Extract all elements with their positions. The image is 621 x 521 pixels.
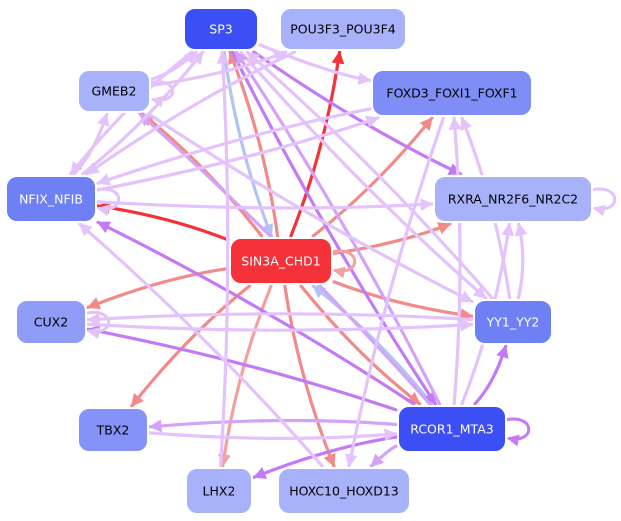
node-box bbox=[183, 7, 259, 51]
edge-rcor1-to-cux2 bbox=[86, 325, 398, 412]
edge-sin3a-to-cux2 bbox=[86, 267, 230, 310]
edge-sin3a-to-yy1 bbox=[332, 280, 474, 321]
node-cux2[interactable]: CUX2 bbox=[15, 299, 87, 345]
self-loop-nfix bbox=[95, 187, 121, 217]
edge-rcor1-to-yy1 bbox=[473, 344, 509, 406]
self-loop-rxra bbox=[591, 187, 617, 217]
edge-nfix-to-gmeb2 bbox=[72, 112, 110, 176]
edge-rcor1-to-hoxc10 bbox=[369, 444, 398, 468]
node-gmeb2[interactable]: GMEB2 bbox=[77, 69, 151, 113]
edge-gmeb2-to-pou bbox=[150, 50, 288, 87]
edge-rcor1-to-tbx2 bbox=[148, 418, 398, 433]
edge-sp3-to-yy1 bbox=[239, 50, 488, 300]
node-label: HOXC10_HOXD13 bbox=[289, 484, 399, 499]
edge-rcor1-to-sin3a bbox=[311, 284, 434, 406]
edge-nfix-to-foxd3 bbox=[96, 115, 380, 192]
node-box bbox=[473, 299, 553, 345]
node-pou[interactable]: POU3F3_POU3F4 bbox=[279, 7, 407, 51]
edge-cux2-to-yy1 bbox=[86, 318, 474, 332]
node-label: YY1_YY2 bbox=[486, 315, 540, 330]
edge-nfix-to-rxra bbox=[96, 198, 434, 211]
edge-yy1-to-rxra bbox=[515, 222, 528, 300]
node-label: NFIX_NFIB bbox=[19, 192, 83, 207]
edge-gmeb2-to-yy1 bbox=[147, 112, 474, 304]
edge-rcor1-to-sp3 bbox=[234, 50, 442, 406]
node-box bbox=[5, 175, 97, 223]
node-label: GMEB2 bbox=[92, 84, 137, 99]
node-box bbox=[277, 467, 411, 515]
edge-rcor1-to-nfix bbox=[96, 220, 416, 406]
node-box bbox=[77, 407, 149, 453]
node-sin3a[interactable]: SIN3A_CHD1 bbox=[229, 237, 333, 285]
self-loop-rcor1 bbox=[505, 417, 531, 447]
node-label: POU3F3_POU3F4 bbox=[290, 22, 396, 37]
node-tbx2[interactable]: TBX2 bbox=[77, 407, 149, 453]
edge-lhx2-to-sp3 bbox=[216, 50, 230, 468]
node-box bbox=[77, 69, 151, 113]
node-label: TBX2 bbox=[96, 423, 130, 438]
node-lhx2[interactable]: LHX2 bbox=[185, 467, 253, 515]
edge-foxd3-to-hoxc10 bbox=[344, 116, 445, 468]
edge-nfix-to-sp3 bbox=[81, 50, 205, 176]
edge-tbx2-to-rcor1 bbox=[148, 428, 398, 442]
edge-foxd3-to-nfix bbox=[96, 107, 372, 186]
edge-sin3a-to-tbx2 bbox=[130, 284, 252, 408]
edge-rcor1-to-lhx2 bbox=[252, 435, 398, 479]
node-box bbox=[279, 7, 407, 51]
edge-sin3a-to-rcor1 bbox=[299, 284, 422, 406]
edge-gmeb2-to-sp3 bbox=[150, 50, 198, 81]
node-rxra[interactable]: RXRA_NR2F6_NR2C2 bbox=[433, 175, 593, 223]
edge-sp3-to-rxra bbox=[252, 50, 463, 176]
self-loop-cux2 bbox=[85, 310, 111, 339]
edge-yy1-to-cux2 bbox=[86, 312, 474, 326]
node-sp3[interactable]: SP3 bbox=[183, 7, 259, 51]
node-label: RCOR1_MTA3 bbox=[410, 422, 493, 437]
node-label: SIN3A_CHD1 bbox=[241, 254, 320, 269]
node-foxd3[interactable]: FOXD3_FOXI1_FOXF1 bbox=[371, 69, 533, 117]
node-box bbox=[15, 299, 87, 345]
node-label: LHX2 bbox=[203, 484, 236, 499]
node-hoxc10[interactable]: HOXC10_HOXD13 bbox=[277, 467, 411, 515]
node-box bbox=[229, 237, 333, 285]
self-loop-gmeb2 bbox=[149, 80, 175, 108]
edge-sp3-to-rcor1 bbox=[230, 50, 438, 406]
node-box bbox=[371, 69, 533, 117]
edge-sin3a-to-lhx2 bbox=[218, 284, 273, 468]
node-box bbox=[185, 467, 253, 515]
edge-sin3a-to-sp3 bbox=[228, 50, 280, 238]
node-label: SP3 bbox=[209, 22, 232, 37]
node-yy1[interactable]: YY1_YY2 bbox=[473, 299, 553, 345]
node-label: FOXD3_FOXI1_FOXF1 bbox=[386, 86, 517, 101]
node-box bbox=[397, 405, 507, 453]
edge-sin3a-to-foxd3 bbox=[311, 116, 434, 238]
node-label: CUX2 bbox=[34, 315, 68, 330]
edge-sin3a-to-nfix bbox=[96, 201, 230, 242]
node-box bbox=[433, 175, 593, 223]
edge-layer bbox=[69, 43, 617, 479]
edge-sp3-to-sin3a bbox=[222, 50, 274, 238]
node-label: RXRA_NR2F6_NR2C2 bbox=[448, 192, 578, 207]
edge-sin3a-to-hoxc10 bbox=[283, 284, 336, 468]
edge-hoxc10-to-nfix bbox=[78, 222, 324, 468]
node-nfix[interactable]: NFIX_NFIB bbox=[5, 175, 97, 223]
edge-yy1-to-sp3 bbox=[245, 50, 494, 300]
edge-sin3a-to-pou bbox=[289, 50, 345, 238]
edge-pou-to-nfix bbox=[85, 50, 297, 176]
self-loop-sin3a bbox=[331, 249, 357, 279]
node-rcor1[interactable]: RCOR1_MTA3 bbox=[397, 405, 507, 453]
